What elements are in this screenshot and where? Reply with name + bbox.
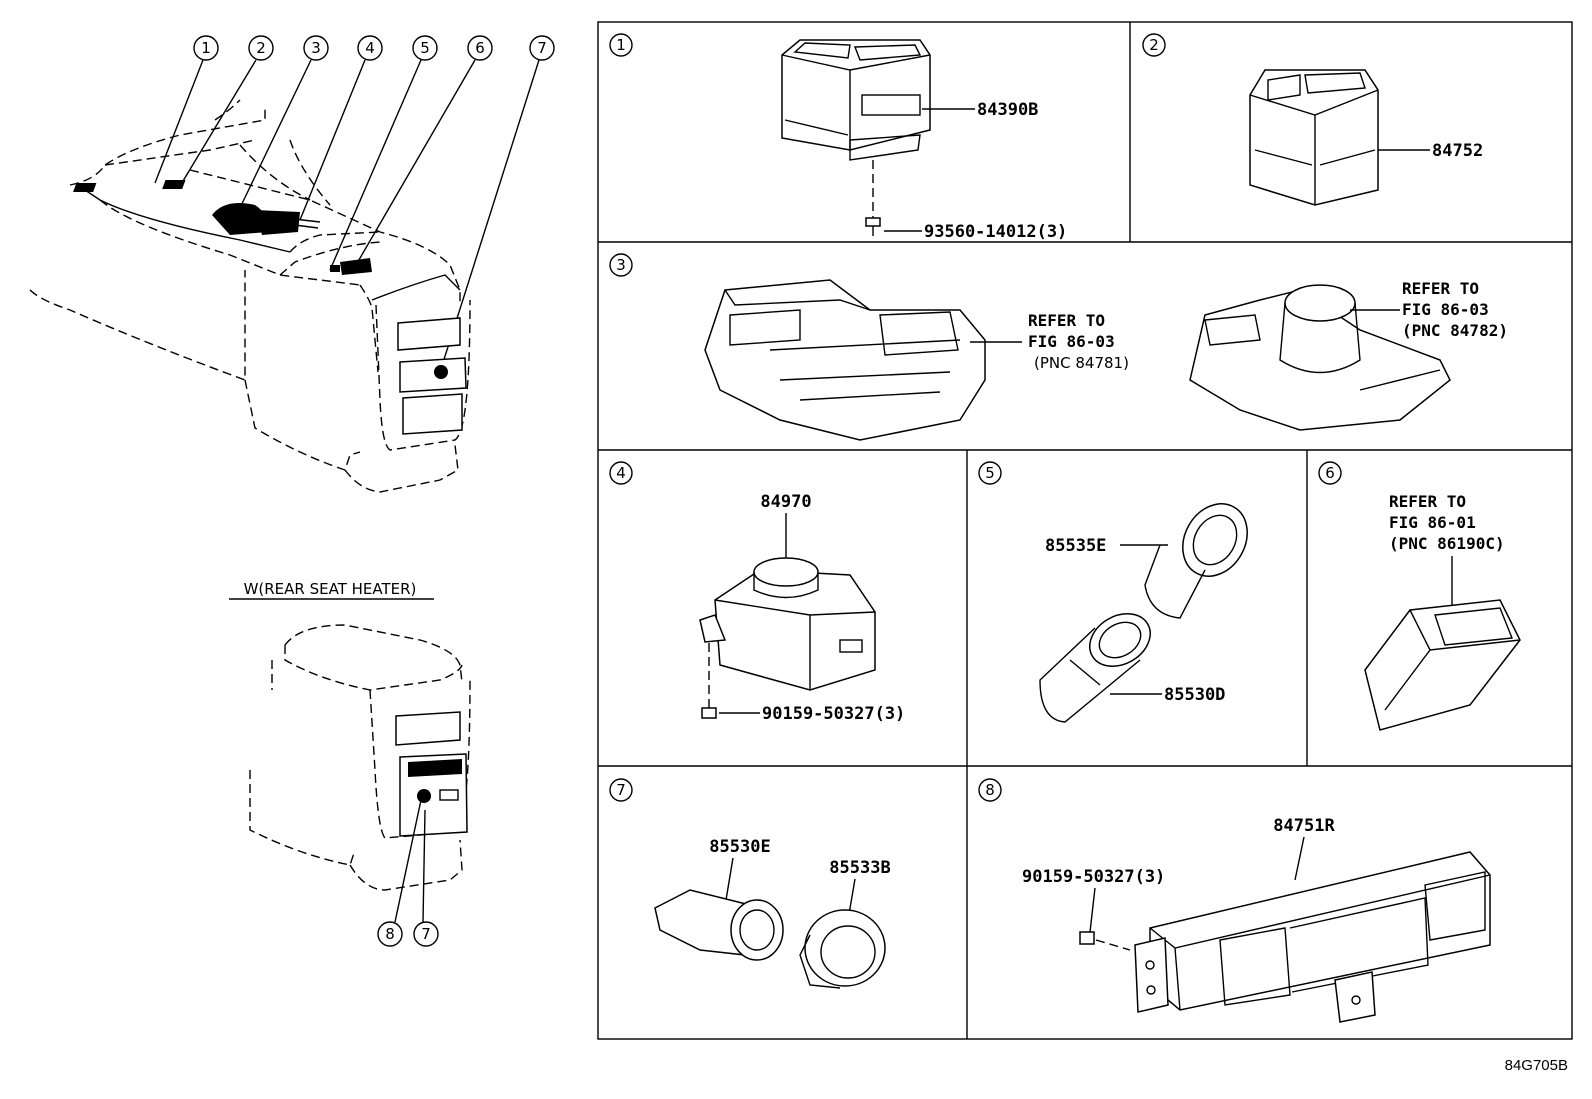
part-85530E-label[interactable]: 85530E xyxy=(709,837,770,857)
svg-text:3: 3 xyxy=(616,256,626,274)
part-90159-50327-label-p8[interactable]: 90159-50327(3) xyxy=(1022,867,1165,887)
part-85535E-drawing xyxy=(1144,503,1248,619)
part-84752-label[interactable]: 84752 xyxy=(1432,141,1483,161)
heater-variant: W(REAR SEAT HEATER) 8 7 xyxy=(229,580,471,947)
part-84751R-drawing xyxy=(1134,851,1491,1023)
svg-text:REFER TO: REFER TO xyxy=(1028,311,1105,330)
overview-callouts: 1 2 3 4 5 6 7 xyxy=(193,35,555,61)
callout-5[interactable]: 5 xyxy=(412,35,438,61)
callout-7-heater[interactable]: 7 xyxy=(413,921,439,947)
svg-text:1: 1 xyxy=(616,36,626,54)
ref-84782[interactable]: REFER TO FIG 86-03 (PNC 84782) xyxy=(1402,279,1508,340)
shift-base-assembly-drawing xyxy=(704,279,986,441)
panel-8-number: 8 xyxy=(978,778,1002,802)
panel-6-number: 6 xyxy=(1318,461,1342,485)
panel-grid xyxy=(597,21,1573,1040)
part-85530D-drawing xyxy=(1039,613,1151,723)
panel-4[interactable]: 4 84970 90159-50327(3) xyxy=(609,461,905,724)
svg-text:5: 5 xyxy=(985,464,995,482)
part-85535E-label[interactable]: 85535E xyxy=(1045,536,1106,556)
callout-8[interactable]: 8 xyxy=(377,921,403,947)
panel-2[interactable]: 2 84752 xyxy=(1142,33,1483,206)
part-84390B-label[interactable]: 84390B xyxy=(977,100,1038,120)
heater-variant-label: W(REAR SEAT HEATER) xyxy=(244,580,417,598)
panel-1[interactable]: 1 84390B 93560-14012(3) xyxy=(609,33,1067,242)
overview-leaders xyxy=(154,59,540,373)
callout-1[interactable]: 1 xyxy=(193,35,219,61)
svg-text:2: 2 xyxy=(256,39,266,57)
part-84390B-drawing xyxy=(781,39,931,161)
callout-2[interactable]: 2 xyxy=(248,35,274,61)
svg-text:FIG 86-03: FIG 86-03 xyxy=(1028,332,1115,351)
ref-86190C[interactable]: REFER TO FIG 86-01 (PNC 86190C) xyxy=(1389,492,1505,553)
svg-text:REFER TO: REFER TO xyxy=(1389,492,1466,511)
svg-text:FIG 86-03: FIG 86-03 xyxy=(1402,300,1489,319)
console-overview: 1 2 3 4 5 6 7 xyxy=(29,35,555,493)
panel-1-number: 1 xyxy=(609,33,633,57)
part-86190C-drawing xyxy=(1364,599,1521,731)
panel-5[interactable]: 5 85535E 85530D xyxy=(978,461,1260,723)
panel-2-number: 2 xyxy=(1142,33,1166,57)
diagram-code: 84G705B xyxy=(1505,1057,1568,1074)
part-84752-drawing xyxy=(1249,69,1379,206)
svg-text:4: 4 xyxy=(616,464,626,482)
part-90159-50327-label-p4[interactable]: 90159-50327(3) xyxy=(762,704,905,724)
svg-text:1: 1 xyxy=(201,39,211,57)
part-84751R-label[interactable]: 84751R xyxy=(1273,816,1335,836)
svg-text:5: 5 xyxy=(420,39,430,57)
part-84970-label[interactable]: 84970 xyxy=(760,492,811,512)
panel-6[interactable]: 6 REFER TO FIG 86-01 (PNC 86190C) xyxy=(1318,461,1521,731)
heater-console-drawing xyxy=(249,624,471,891)
part-84970-drawing xyxy=(699,557,876,691)
panel-3-number: 3 xyxy=(609,253,633,277)
svg-text:4: 4 xyxy=(365,39,375,57)
panel-8[interactable]: 8 84751R 90159-50327(3) xyxy=(978,778,1491,1023)
svg-text:(PNC 86190C): (PNC 86190C) xyxy=(1389,534,1505,553)
panel-7-number: 7 xyxy=(609,778,633,802)
shift-knob-assembly-drawing xyxy=(1189,284,1451,431)
svg-text:8: 8 xyxy=(385,925,395,943)
part-85533B-drawing xyxy=(799,909,886,989)
svg-text:7: 7 xyxy=(616,781,626,799)
svg-text:(PNC 84781): (PNC 84781) xyxy=(1034,354,1129,372)
svg-text:FIG 86-01: FIG 86-01 xyxy=(1389,513,1476,532)
console-body-drawing xyxy=(29,99,471,493)
part-93560-14012-label[interactable]: 93560-14012(3) xyxy=(924,222,1067,242)
panel-4-number: 4 xyxy=(609,461,633,485)
callout-4[interactable]: 4 xyxy=(357,35,383,61)
svg-text:7: 7 xyxy=(421,925,431,943)
svg-text:6: 6 xyxy=(475,39,485,57)
panel-5-number: 5 xyxy=(978,461,1002,485)
svg-text:6: 6 xyxy=(1325,464,1335,482)
part-85530E-drawing xyxy=(654,889,784,961)
screw-drawing-p8 xyxy=(1079,931,1131,951)
part-85530D-label[interactable]: 85530D xyxy=(1164,685,1225,705)
svg-text:(PNC 84782): (PNC 84782) xyxy=(1402,321,1508,340)
svg-text:REFER TO: REFER TO xyxy=(1402,279,1479,298)
panel-3[interactable]: 3 REFER TO FIG 86-03 (PNC 84781) REFER T… xyxy=(609,253,1508,441)
svg-text:7: 7 xyxy=(537,39,547,57)
svg-text:2: 2 xyxy=(1149,36,1159,54)
screw-drawing xyxy=(865,217,881,236)
part-85533B-label[interactable]: 85533B xyxy=(829,858,890,878)
callout-7[interactable]: 7 xyxy=(529,35,555,61)
callout-3[interactable]: 3 xyxy=(303,35,329,61)
panel-7[interactable]: 7 85530E 85533B xyxy=(609,778,891,989)
svg-text:8: 8 xyxy=(985,781,995,799)
svg-text:3: 3 xyxy=(311,39,321,57)
ref-84781[interactable]: REFER TO FIG 86-03 (PNC 84781) xyxy=(1028,311,1129,372)
callout-6[interactable]: 6 xyxy=(467,35,493,61)
